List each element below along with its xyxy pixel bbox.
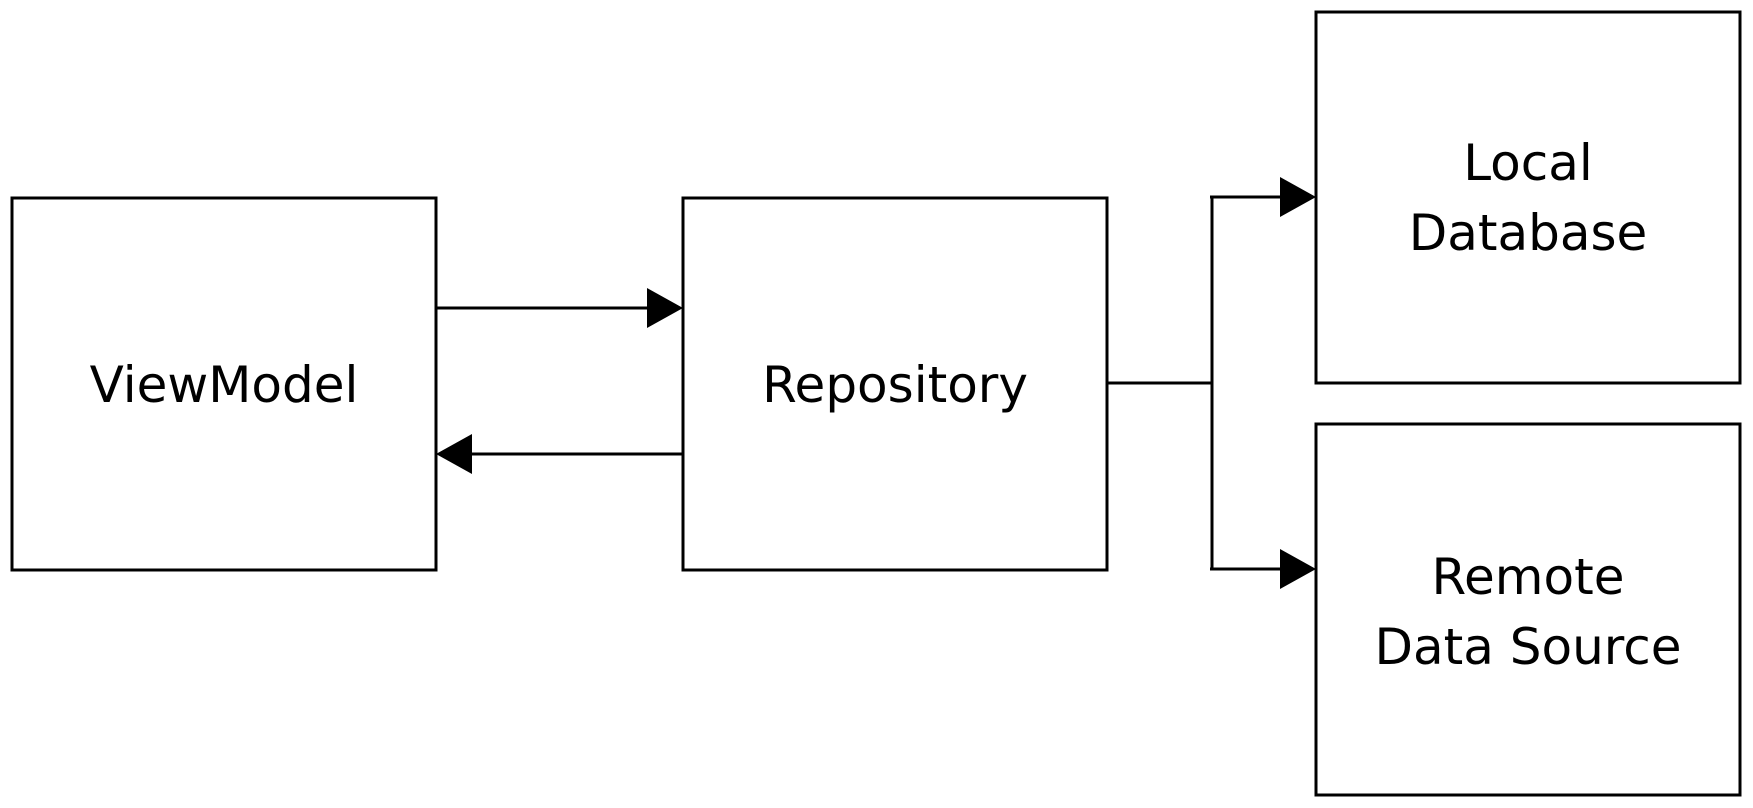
node-local-database-box <box>1314 10 1742 385</box>
node-remote-data-source-box <box>1314 422 1742 797</box>
arrow-left-icon <box>436 434 472 474</box>
node-remote-data-source[interactable]: Remote Data Source <box>1314 422 1742 797</box>
arrow-right-icon <box>1280 177 1316 217</box>
edge-repository-to-remote-data-source <box>1210 549 1316 589</box>
edge-repository-to-local-database <box>1210 177 1316 217</box>
node-repository[interactable]: Repository <box>681 196 1109 572</box>
edge-viewmodel-to-repository <box>436 288 683 328</box>
edge-repository-branch <box>1107 197 1214 569</box>
node-viewmodel[interactable]: ViewModel <box>10 196 438 572</box>
node-repository-label: Repository <box>762 356 1028 414</box>
node-repository-box <box>681 196 1109 572</box>
arrow-right-icon <box>647 288 683 328</box>
node-viewmodel-box <box>10 196 438 572</box>
arrow-right-icon <box>1280 549 1316 589</box>
node-remote-data-source-label-line-2: Data Source <box>1374 618 1681 676</box>
node-remote-data-source-label-line-1: Remote <box>1432 548 1625 606</box>
edge-repository-to-viewmodel <box>436 434 683 474</box>
node-viewmodel-label: ViewModel <box>90 356 359 414</box>
node-local-database-label-line-2: Database <box>1409 204 1648 262</box>
node-local-database-label-line-1: Local <box>1463 134 1593 192</box>
node-local-database[interactable]: Local Database <box>1314 10 1742 385</box>
